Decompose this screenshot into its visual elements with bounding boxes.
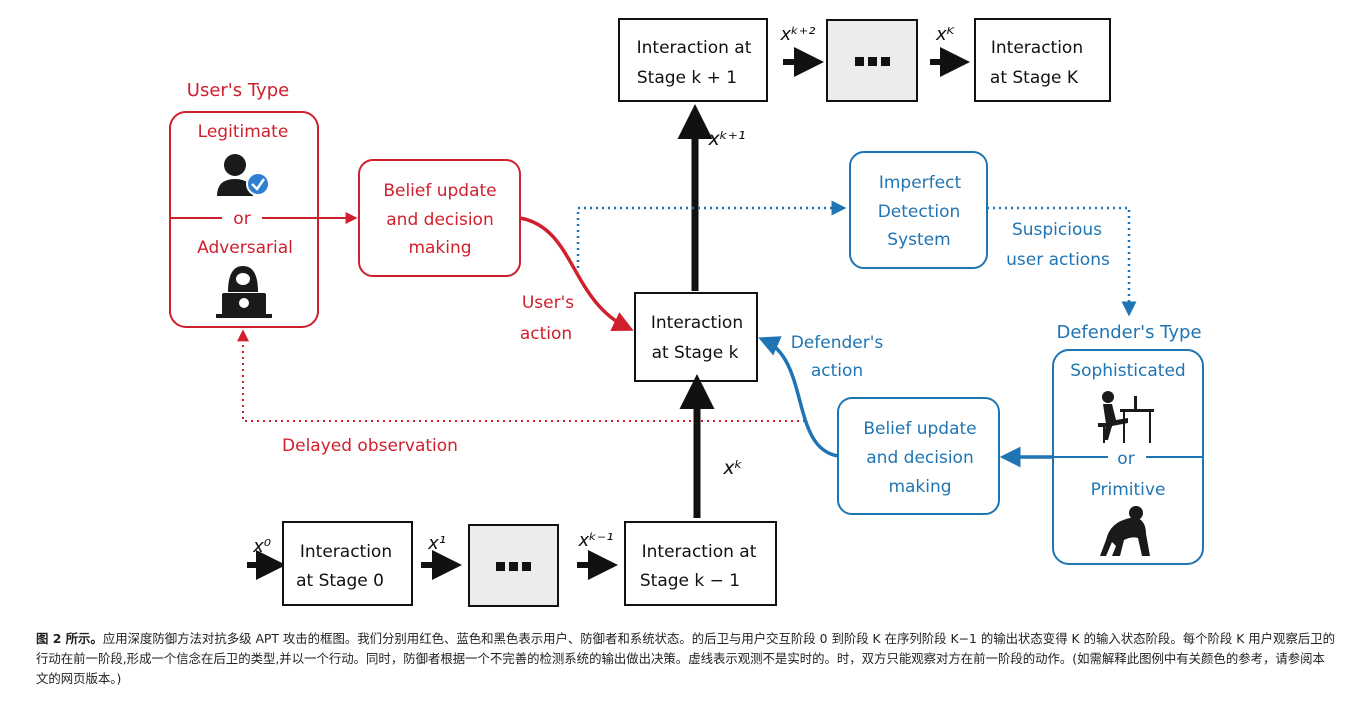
user-belief-line3: making [408, 238, 471, 258]
defender-action-line2: action [811, 361, 863, 381]
caption-text: 应用深度防御方法对抗多级 APT 攻击的框图。我们分别用红色、蓝色和黑色表示用户… [36, 631, 1336, 686]
figure-caption: 图 2 所示。应用深度防御方法对抗多级 APT 攻击的框图。我们分别用红色、蓝色… [36, 629, 1336, 689]
user-action-arrow [519, 216, 634, 332]
ids-line3: System [887, 230, 950, 250]
x1-label: x¹ [427, 533, 446, 554]
legitimate-user-icon [217, 154, 270, 196]
caption-lead: 图 2 所示。 [36, 631, 103, 646]
user-action-line2: action [520, 324, 572, 344]
user-type-label: User's Type [187, 80, 289, 101]
primitive-label: Primitive [1091, 480, 1166, 500]
sophisticated-label: Sophisticated [1070, 361, 1185, 381]
user-belief-line2: and decision [386, 210, 493, 230]
adversarial-label: Adversarial [197, 238, 293, 258]
defender-action-line1: Defender's [791, 333, 884, 353]
bottom-ellipsis-icon [496, 562, 531, 571]
x0-label: x⁰ [252, 536, 271, 557]
sophisticated-defender-icon [1098, 391, 1154, 443]
suspicious-line2: user actions [1006, 250, 1110, 270]
stage-k1-line2: Stage k + 1 [637, 68, 737, 88]
stage-0-line2: at Stage 0 [296, 571, 384, 591]
ids-line1: Imperfect [879, 173, 962, 193]
stage-K-box [974, 18, 1111, 102]
defender-action-arrow [758, 336, 839, 458]
hacker-icon [216, 266, 272, 318]
stage-k-line2: at Stage k [652, 343, 739, 363]
user-or-label: or [233, 209, 250, 229]
stage-0-box [282, 521, 413, 606]
user-belief-line1: Belief update [383, 181, 496, 201]
stage-km1-box [624, 521, 777, 606]
defender-belief-line2: and decision [866, 448, 973, 468]
delayed-observation-arrow [237, 329, 805, 422]
user-type-box [169, 111, 319, 328]
stage-k-line1: Interaction [651, 313, 743, 333]
legitimate-label: Legitimate [198, 122, 289, 142]
stage-K-line1: Interaction [991, 38, 1083, 58]
defender-or-label: or [1117, 449, 1134, 469]
top-ellipsis-icon [855, 57, 890, 66]
xkp2-label: xᵏ⁺² [779, 24, 815, 45]
xkm1-label: xᵏ⁻¹ [577, 530, 613, 551]
xk-label: xᵏ [722, 457, 742, 479]
stage-k1-line1: Interaction at [637, 38, 752, 58]
ids-input-arrow [576, 200, 847, 268]
ids-box [849, 151, 988, 269]
xK-label: xᴷ [935, 24, 956, 45]
delayed-observation-label: Delayed observation [282, 436, 458, 456]
stage-km1-line2: Stage k − 1 [640, 571, 740, 591]
suspicious-line1: Suspicious [1012, 220, 1102, 240]
stage-k1-box [618, 18, 768, 102]
xkp1-label: xᵏ⁺¹ [708, 128, 746, 150]
ids-line2: Detection [878, 202, 961, 222]
suspicious-actions-arrow [987, 206, 1137, 317]
user-action-line1: User's [522, 293, 574, 313]
stage-k-box [634, 292, 758, 382]
defender-belief-line3: making [888, 477, 951, 497]
primitive-defender-icon [1100, 506, 1150, 556]
defender-type-label: Defender's Type [1056, 322, 1201, 343]
stage-0-line1: Interaction [300, 542, 392, 562]
defender-belief-line1: Belief update [863, 419, 976, 439]
stage-km1-line1: Interaction at [642, 542, 757, 562]
stage-K-line2: at Stage K [990, 68, 1079, 88]
